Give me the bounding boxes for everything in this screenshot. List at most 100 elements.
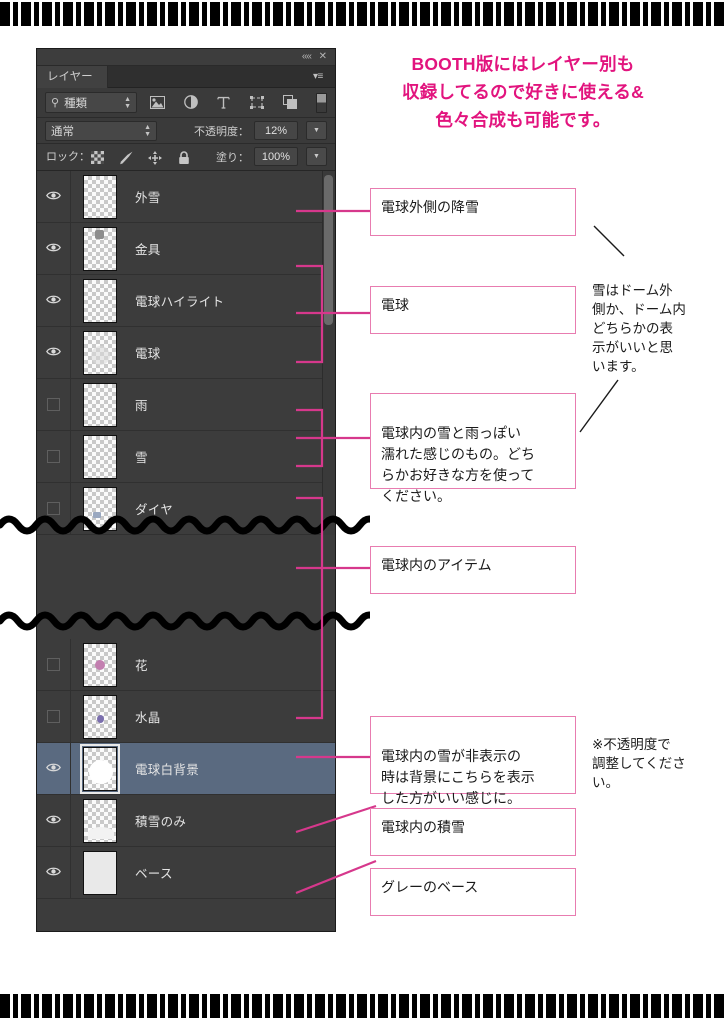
eye-icon bbox=[46, 346, 61, 360]
layer-row[interactable]: 外雪 bbox=[37, 171, 335, 223]
scrollbar-thumb[interactable] bbox=[324, 175, 333, 325]
layer-name-label: 雪 bbox=[135, 451, 148, 465]
connector-gray-base bbox=[295, 855, 377, 899]
layer-row[interactable]: 電球ハイライト bbox=[37, 275, 335, 327]
callout-outer-snow-text: 電球外側の降雪 bbox=[381, 199, 479, 215]
shape-layer-icon[interactable] bbox=[248, 93, 265, 111]
layer-name-label: 雨 bbox=[135, 399, 148, 413]
opacity-group: 不透明度： 12% ▼ bbox=[194, 121, 327, 140]
lock-transparency-icon[interactable] bbox=[89, 149, 105, 166]
layer-visibility-toggle[interactable] bbox=[37, 171, 71, 222]
lock-label: ロック： bbox=[46, 151, 90, 163]
layer-visibility-toggle[interactable] bbox=[37, 431, 71, 482]
layer-thumbnail-cell[interactable] bbox=[71, 850, 129, 895]
connector-white-bg bbox=[296, 755, 372, 759]
layer-row[interactable]: 電球 bbox=[37, 327, 335, 379]
callout-inner-snowpile: 電球内の積雪 bbox=[370, 808, 576, 856]
layer-thumbnail-cell[interactable] bbox=[71, 226, 129, 271]
layer-row[interactable]: ベース bbox=[37, 847, 335, 899]
layer-thumbnail bbox=[83, 642, 117, 687]
layer-thumbnail-cell[interactable] bbox=[71, 330, 129, 375]
panel-titlebar: «« ✕ bbox=[37, 49, 335, 66]
eye-icon bbox=[46, 190, 61, 204]
eye-icon bbox=[46, 762, 61, 776]
layer-thumbnail bbox=[83, 382, 117, 427]
layer-name-label: 電球ハイライト bbox=[135, 295, 225, 309]
fill-label: 塗り： bbox=[216, 151, 249, 164]
layer-visibility-toggle[interactable] bbox=[37, 639, 71, 690]
layer-thumbnail-cell[interactable] bbox=[71, 743, 129, 794]
layer-visibility-toggle[interactable] bbox=[37, 691, 71, 742]
leader-line-dome-top bbox=[592, 224, 626, 263]
fill-input[interactable]: 100% bbox=[254, 147, 298, 166]
opacity-dropdown-icon[interactable]: ▼ bbox=[306, 121, 327, 140]
collapse-panel-icon[interactable]: «« bbox=[301, 51, 312, 62]
layer-thumbnail-cell[interactable] bbox=[71, 174, 129, 219]
opacity-input[interactable]: 12% bbox=[254, 121, 298, 140]
layer-thumbnail-cell[interactable] bbox=[71, 694, 129, 739]
callout-gray-base: グレーのベース bbox=[370, 868, 576, 916]
layer-visibility-toggle[interactable] bbox=[37, 795, 71, 846]
layer-list-empty-space bbox=[37, 899, 335, 931]
lock-all-icon[interactable] bbox=[176, 149, 192, 166]
layer-thumbnail-cell[interactable] bbox=[71, 642, 129, 687]
layer-name-label: 電球 bbox=[135, 347, 161, 361]
eye-icon bbox=[46, 242, 61, 256]
layer-row[interactable]: 水晶 bbox=[37, 691, 335, 743]
layer-name-label: 積雪のみ bbox=[135, 815, 187, 829]
layer-row[interactable]: 積雪のみ bbox=[37, 795, 335, 847]
tab-layers[interactable]: レイヤー bbox=[37, 66, 108, 88]
smart-object-icon[interactable] bbox=[281, 93, 298, 111]
search-icon: ⚲ bbox=[51, 97, 60, 109]
layer-name-label: 電球白背景 bbox=[135, 763, 200, 777]
layer-row[interactable]: 雪 bbox=[37, 431, 335, 483]
blend-mode-select[interactable]: 通常 ▲▼ bbox=[45, 121, 157, 141]
layer-thumbnail-cell[interactable] bbox=[71, 798, 129, 843]
layer-row[interactable]: 花 bbox=[37, 639, 335, 691]
callout-inner-items: 電球内のアイテム bbox=[370, 546, 576, 594]
layer-row[interactable]: 金具 bbox=[37, 223, 335, 275]
filter-type-select[interactable]: ⚲ 種類 ▲▼ bbox=[45, 92, 137, 113]
heading-line-3: 色々合成も可能です。 bbox=[435, 110, 611, 130]
blend-mode-value: 通常 bbox=[51, 126, 74, 138]
layer-thumbnail-cell[interactable] bbox=[71, 382, 129, 427]
layer-visibility-toggle[interactable] bbox=[37, 275, 71, 326]
pixel-layer-icon[interactable] bbox=[149, 93, 166, 111]
layer-thumbnail-cell[interactable] bbox=[71, 278, 129, 323]
layer-name-label: 金具 bbox=[135, 243, 161, 257]
eye-off-icon bbox=[47, 710, 60, 723]
layer-visibility-toggle[interactable] bbox=[37, 743, 71, 794]
heading-line-1: BOOTH版にはレイヤー別も bbox=[411, 54, 635, 74]
layer-visibility-toggle[interactable] bbox=[37, 483, 71, 534]
lock-position-icon[interactable] bbox=[147, 149, 163, 166]
fill-dropdown-icon[interactable]: ▼ bbox=[306, 147, 327, 166]
close-icon[interactable]: ✕ bbox=[318, 51, 327, 62]
opacity-label: 不透明度： bbox=[194, 125, 249, 138]
layer-visibility-toggle[interactable] bbox=[37, 847, 71, 898]
layer-row[interactable]: 電球白背景 bbox=[37, 743, 335, 795]
layer-visibility-toggle[interactable] bbox=[37, 379, 71, 430]
adjustment-layer-icon[interactable] bbox=[182, 93, 199, 111]
callout-white-bg-text: 電球内の雪が非表示の 時は背景にこちらを表示 した方がいい感じに。 bbox=[381, 748, 535, 806]
layer-row[interactable]: 雨 bbox=[37, 379, 335, 431]
chevron-updown-icon: ▲▼ bbox=[124, 95, 131, 110]
callout-bulb-text: 電球 bbox=[381, 297, 409, 313]
panel-menu-icon[interactable]: ▾≡ bbox=[313, 71, 323, 82]
layer-thumbnail-cell[interactable] bbox=[71, 434, 129, 479]
note-opacity-adjust-text: ※不透明度で 調整してくださ い。 bbox=[592, 737, 686, 790]
page-title: BOOTH版にはレイヤー別も 収録してるので好きに使える& 色々合成も可能です。 bbox=[358, 50, 688, 134]
filter-enable-toggle[interactable] bbox=[316, 93, 327, 113]
callout-inner-snow-rain-text: 電球内の雪と雨っぽい 濡れた感じのもの。どち らかお好きな方を使って ください。 bbox=[381, 425, 535, 504]
layer-visibility-toggle[interactable] bbox=[37, 223, 71, 274]
eye-icon bbox=[46, 814, 61, 828]
filter-type-label: 種類 bbox=[64, 97, 88, 110]
layer-visibility-toggle[interactable] bbox=[37, 327, 71, 378]
type-layer-icon[interactable] bbox=[215, 93, 232, 111]
layer-thumbnail bbox=[83, 174, 117, 219]
top-border-bars bbox=[0, 2, 725, 26]
layer-thumbnail bbox=[83, 226, 117, 271]
layer-thumbnail bbox=[83, 694, 117, 739]
leader-line-dome-bottom bbox=[578, 378, 620, 439]
lock-image-icon[interactable] bbox=[118, 149, 134, 166]
connector-outer-snow bbox=[296, 209, 372, 213]
